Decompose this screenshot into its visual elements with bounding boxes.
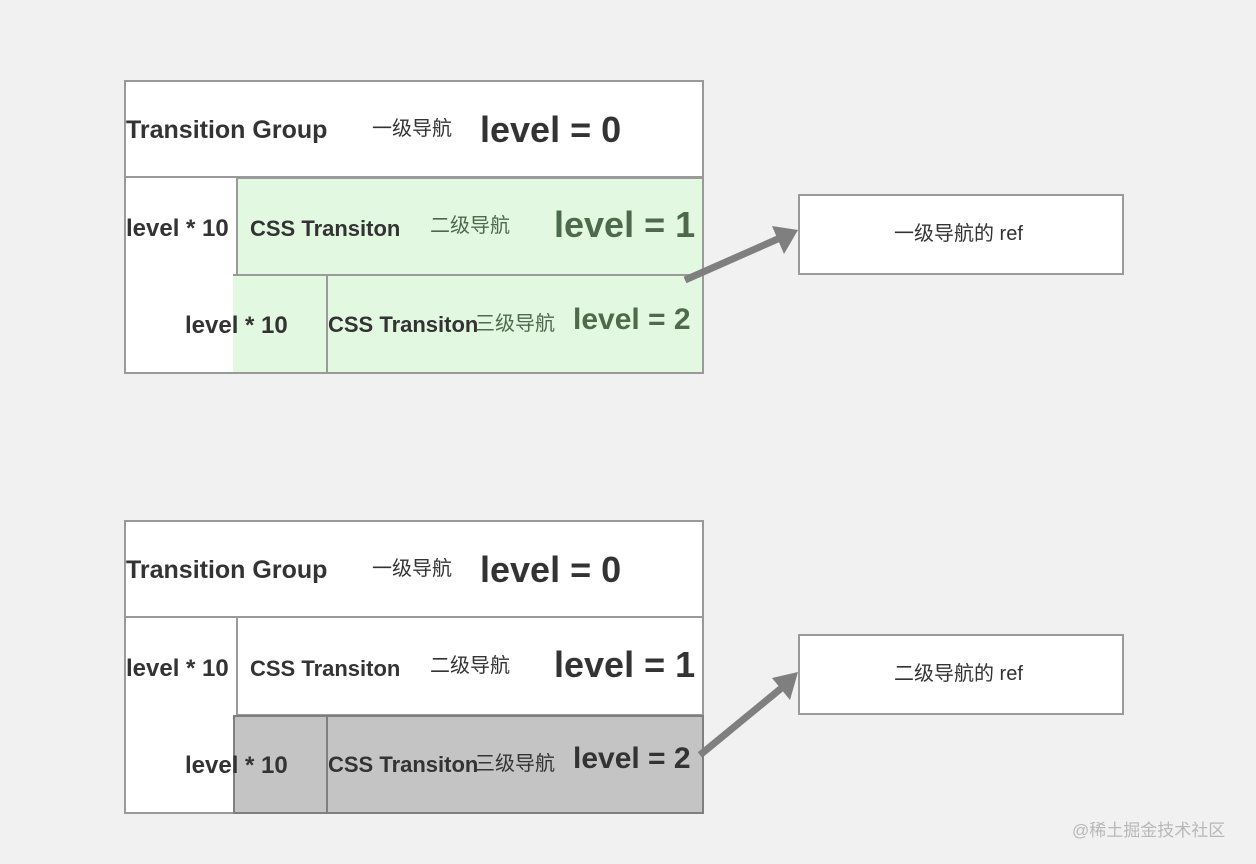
top-level0-component: Transition Group: [126, 116, 328, 144]
bottom-level1-nav: 二级导航: [430, 655, 510, 677]
bottom-arrow-shaft: [697, 683, 787, 758]
top-level0-nav: 一级导航: [372, 118, 452, 140]
bottom-level1-component: CSS Transiton: [250, 656, 401, 681]
top-ref-label: 一级导航的 ref: [894, 223, 1023, 245]
bottom-level1-indent: level * 10: [126, 655, 229, 682]
top-level2-indent: level * 10: [185, 312, 288, 339]
top-arrow-head: [772, 226, 798, 254]
bottom-level0-nav: 一级导航: [372, 558, 452, 580]
bottom-level0-component: Transition Group: [126, 556, 328, 584]
top-level0-level: level = 0: [480, 109, 622, 150]
top-level1-nav: 二级导航: [430, 215, 510, 237]
bottom-level2-level: level = 2: [573, 742, 691, 775]
bottom-level1-level: level = 1: [554, 644, 696, 685]
top-level2-level: level = 2: [573, 303, 691, 336]
bottom-arrow-head: [772, 672, 798, 700]
bottom-ref-label: 二级导航的 ref: [894, 663, 1023, 685]
bottom-level0-level: level = 0: [480, 549, 622, 590]
top-level2-nav: 三级导航: [475, 313, 555, 335]
top-level2-indent-area: [126, 276, 233, 372]
top-level2-cell: [326, 274, 704, 374]
watermark: @稀土掘金技术社区: [1072, 821, 1226, 840]
top-level1-box: [236, 177, 704, 276]
bottom-arrow: [697, 672, 798, 758]
bottom-ref-box: [798, 634, 1124, 715]
bottom-level2-cell-divider: [326, 716, 328, 813]
top-level1-component: CSS Transiton: [250, 216, 401, 241]
top-level1-level: level = 1: [554, 204, 696, 245]
bottom-level2-box: [233, 715, 704, 814]
top-row-divider: [124, 176, 704, 178]
top-level2-component: CSS Transiton: [328, 312, 479, 337]
bottom-level2-indent: level * 10: [185, 752, 288, 779]
bottom-level2-component: CSS Transiton: [328, 752, 479, 777]
top-ref-box: [798, 194, 1124, 275]
bottom-level2-nav: 三级导航: [475, 753, 555, 775]
top-level1-indent: level * 10: [126, 215, 229, 242]
